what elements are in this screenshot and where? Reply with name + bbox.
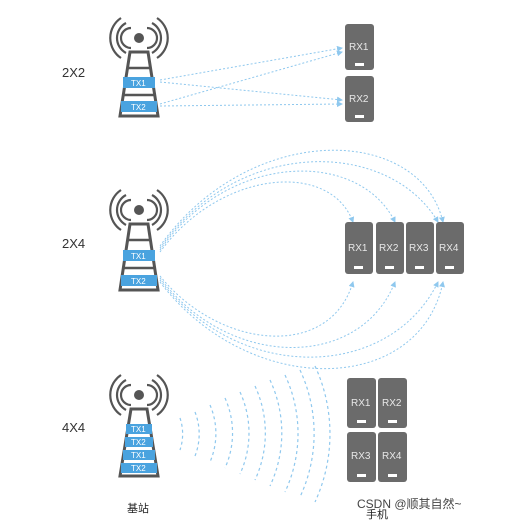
signal-waves-4x4: [179, 365, 331, 503]
phone-icon: [347, 432, 376, 482]
rx-label: RX1: [348, 243, 368, 254]
cell-tower-icon: [109, 189, 169, 231]
phone-rx1: RX1: [345, 24, 374, 70]
tx-bar: [121, 463, 157, 473]
rx-label: RX2: [349, 94, 369, 105]
rx-label: RX4: [439, 243, 459, 254]
cell-tower-icon: [109, 374, 169, 416]
phone-rx3: RX3: [347, 432, 376, 482]
tower-2x4: TX1 TX2: [109, 189, 169, 292]
rx-label: RX3: [409, 243, 429, 254]
tx-bar: [123, 450, 155, 460]
tx-label: TX2: [131, 464, 146, 473]
phone-icon: [345, 222, 373, 274]
rx-label: RX2: [382, 398, 402, 409]
tx-label: TX2: [131, 438, 146, 447]
watermark: CSDN @顺其自然~: [357, 496, 462, 511]
tx-label: TX1: [131, 451, 146, 460]
cell-tower-icon: [109, 17, 169, 59]
rx-label: RX1: [351, 398, 371, 409]
signal-curves-2x4: [159, 149, 445, 370]
phone-icon: [378, 432, 407, 482]
tx-bar: [121, 101, 157, 112]
tx-bar: [121, 275, 157, 286]
tower-2x2: TX1 TX2: [109, 17, 169, 118]
caption-phone: 手机: [366, 507, 388, 521]
signal-lines-2x2: [159, 45, 343, 108]
tx-label: TX1: [131, 425, 146, 434]
rx-label: RX3: [351, 451, 371, 462]
tx-bar: [126, 424, 152, 434]
row-label-4x4: 4X4: [62, 420, 85, 435]
tower-4x4: TX1 TX2 TX1 TX2: [109, 374, 169, 478]
rx-label: RX4: [382, 451, 402, 462]
caption-base-station: 基站: [127, 501, 149, 515]
phone-icon: [347, 378, 376, 428]
phone-rx2: RX2: [376, 222, 404, 274]
phone-rx1: RX1: [347, 378, 376, 428]
phone-rx2: RX2: [345, 76, 374, 122]
tx-bar: [125, 437, 153, 447]
phone-icon: [406, 222, 434, 274]
tx-label: TX1: [131, 79, 146, 88]
phone-icon: [378, 378, 407, 428]
phone-rx3: RX3: [406, 222, 434, 274]
row-label-2x2: 2X2: [62, 65, 85, 80]
phone-icon: [345, 76, 374, 122]
row-label-2x4: 2X4: [62, 236, 85, 251]
phone-rx2: RX2: [378, 378, 407, 428]
phone-icon: [436, 222, 464, 274]
tx-bar: [123, 77, 155, 88]
tx-bar: [123, 250, 155, 261]
tx-label: TX2: [131, 103, 146, 112]
rx-label: RX1: [349, 42, 369, 53]
phone-rx4: RX4: [436, 222, 464, 274]
phone-rx4: RX4: [378, 432, 407, 482]
tx-label: TX1: [131, 252, 146, 261]
rx-label: RX2: [379, 243, 399, 254]
tx-label: TX2: [131, 277, 146, 286]
phone-icon: [376, 222, 404, 274]
phone-icon: [345, 24, 374, 70]
phone-rx1: RX1: [345, 222, 373, 274]
